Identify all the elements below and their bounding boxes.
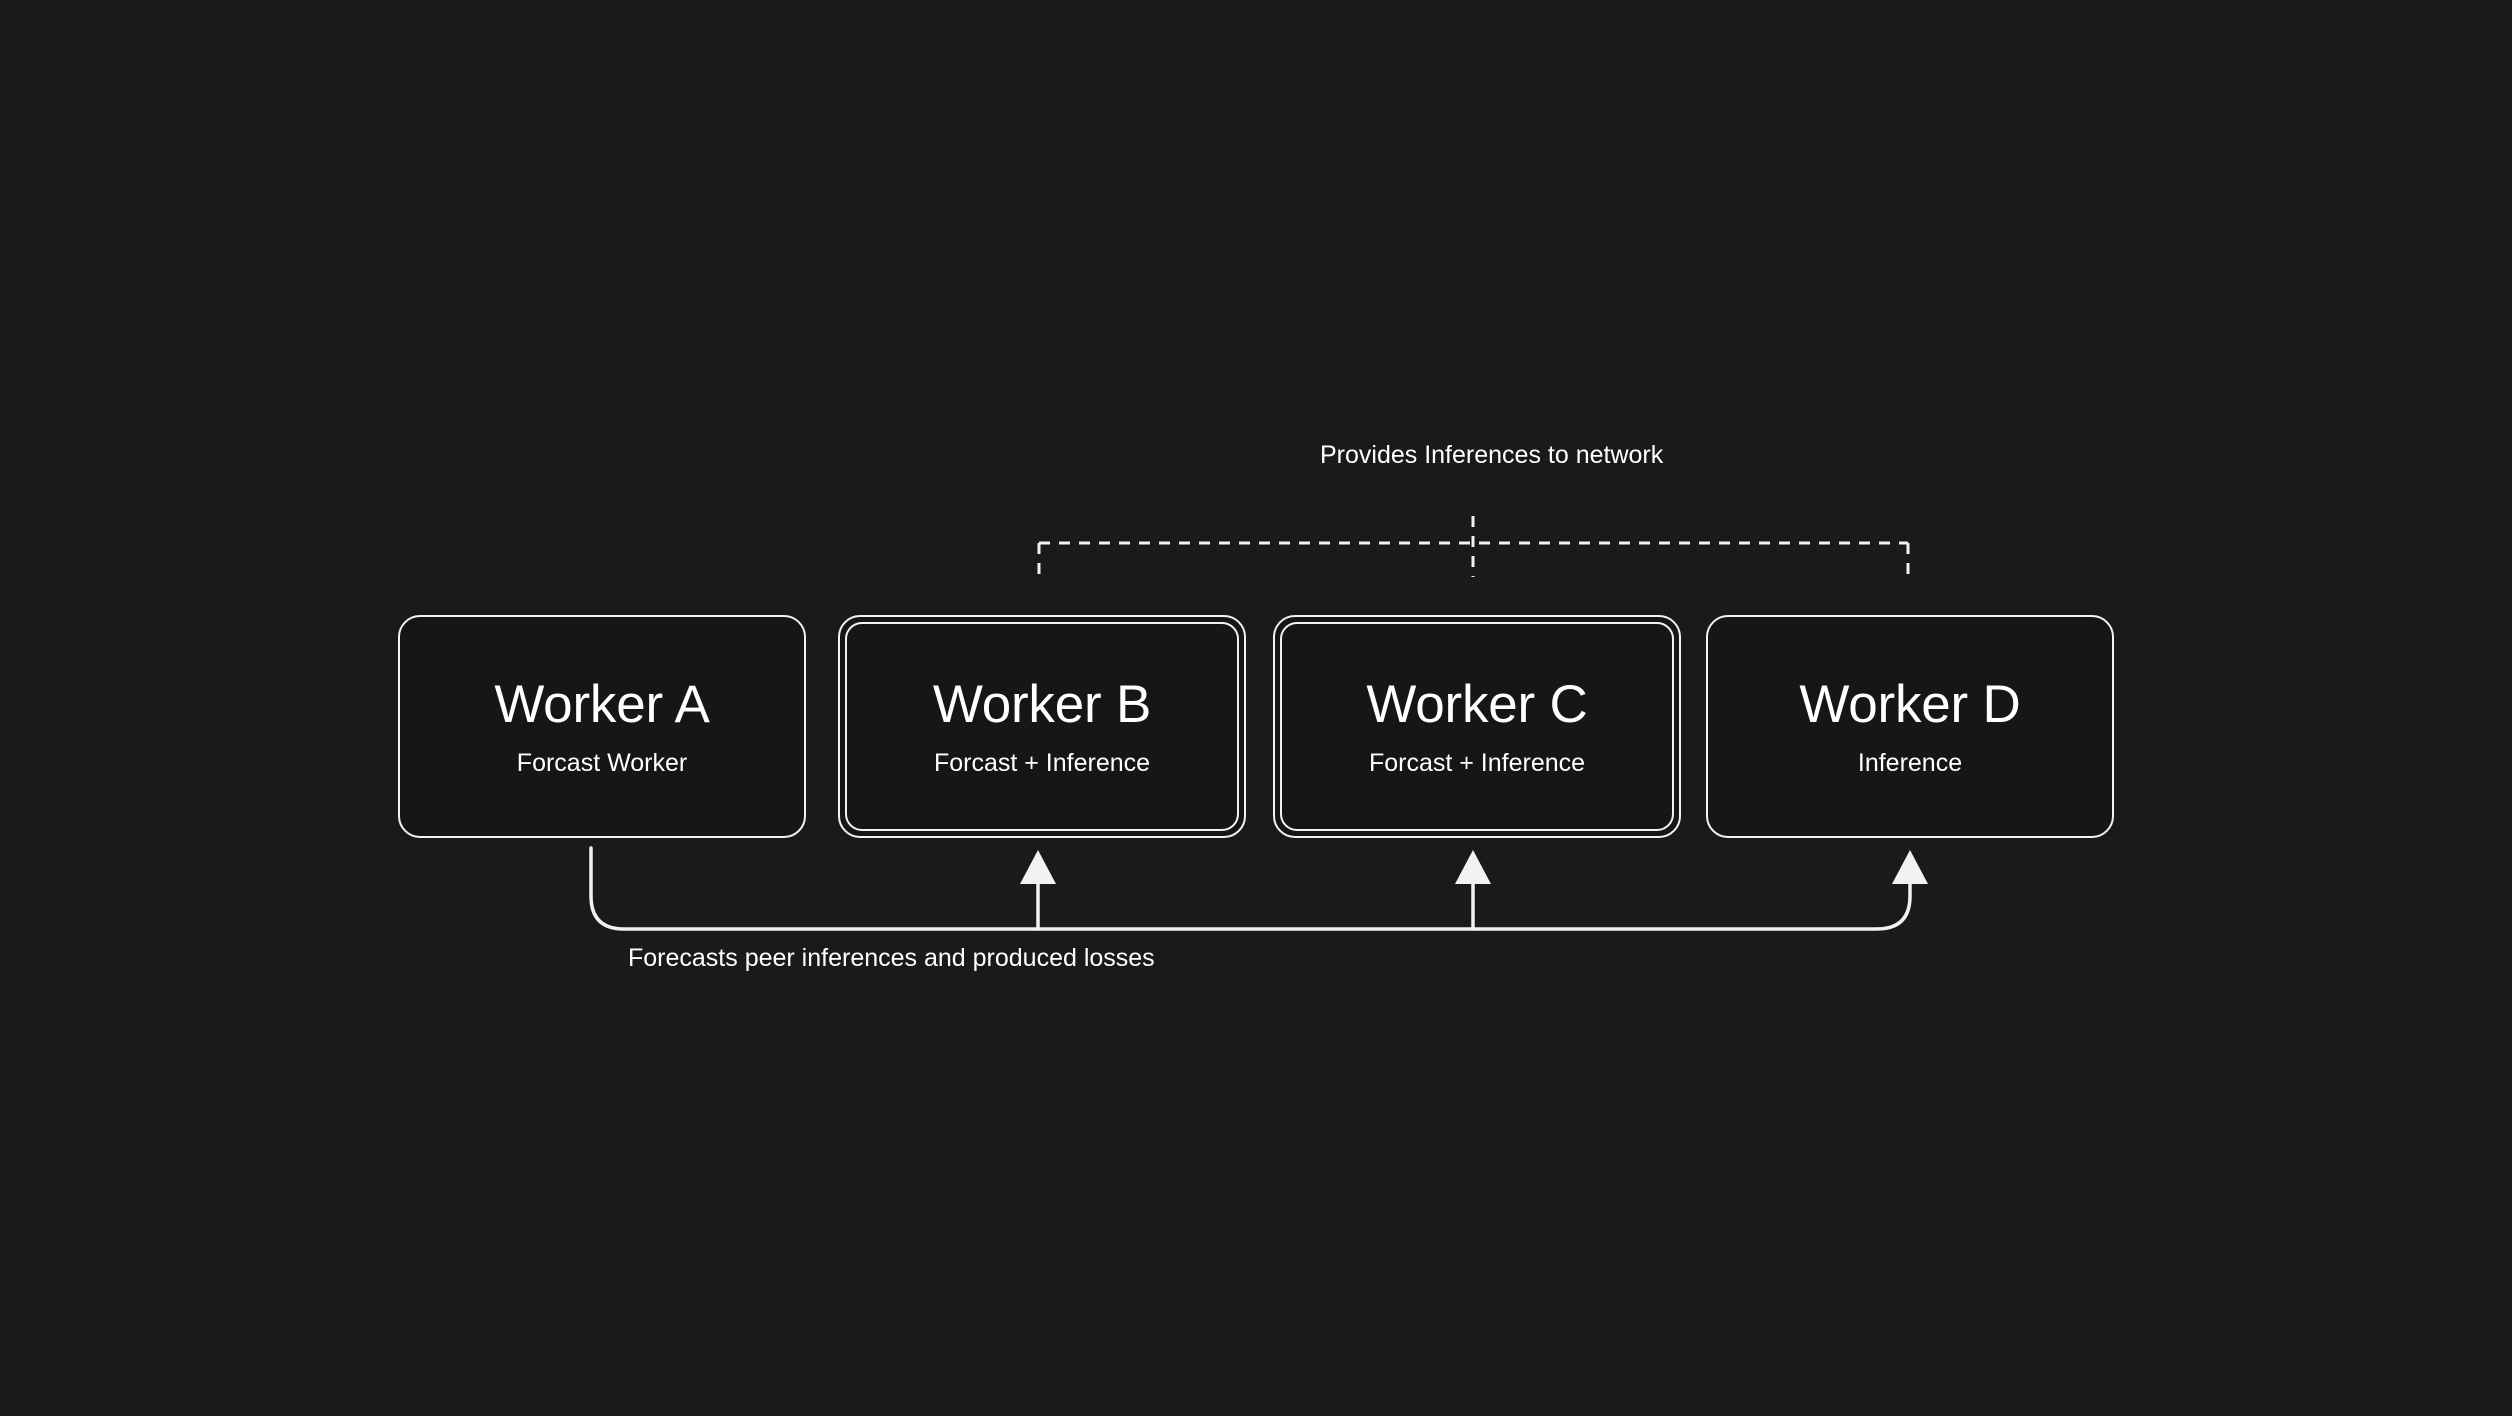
flow-path — [589, 846, 1912, 931]
worker-d-title: Worker D — [1799, 674, 2021, 734]
arrowhead-to-worker-c — [1455, 850, 1491, 884]
worker-d-subtitle: Inference — [1857, 748, 1963, 777]
worker-a-subtitle: Forcast Worker — [516, 748, 688, 777]
worker-node-a[interactable]: Worker A Forcast Worker — [398, 615, 806, 838]
top-dashed-bracket — [1037, 516, 1910, 577]
worker-c-subtitle: Forcast + Inference — [1368, 748, 1586, 777]
top-connector-label: Provides Inferences to network — [1320, 441, 1664, 469]
arrowhead-to-worker-d — [1892, 850, 1928, 884]
worker-node-b[interactable]: Worker B Forcast + Inference — [838, 615, 1246, 838]
bottom-flow-line — [589, 846, 1912, 931]
flow-arrowheads — [1020, 850, 1928, 884]
worker-node-c[interactable]: Worker C Forcast + Inference — [1273, 615, 1681, 838]
worker-b-subtitle: Forcast + Inference — [933, 748, 1151, 777]
worker-c-title: Worker C — [1366, 674, 1588, 734]
worker-a-title: Worker A — [494, 674, 710, 734]
worker-b-title: Worker B — [932, 674, 1152, 734]
worker-node-d[interactable]: Worker D Inference — [1706, 615, 2114, 838]
bottom-connector-label: Forecasts peer inferences and produced l… — [628, 944, 1155, 972]
arrowhead-to-worker-b — [1020, 850, 1056, 884]
